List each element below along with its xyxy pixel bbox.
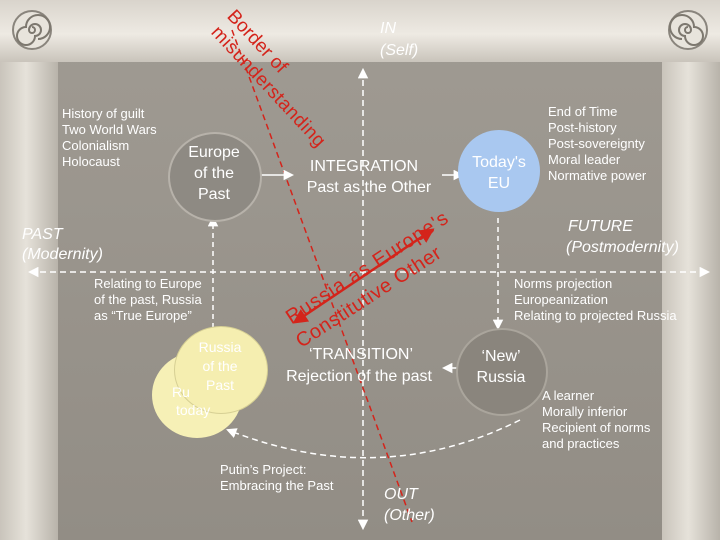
russia-today-label-2: today: [176, 402, 211, 418]
europe-past-circle: [168, 132, 262, 222]
top-frieze: [0, 0, 720, 62]
norms-text: Norms projection Europeanization Relatin…: [514, 276, 677, 323]
new-russia-label: ‘New’ Russia: [476, 348, 526, 386]
end-of-time-item: Normative power: [548, 168, 647, 183]
axis-past-label: PAST: [22, 226, 63, 243]
europe-past-label: Europe of the Past: [188, 144, 240, 203]
guilt-item: Colonialism: [62, 138, 130, 153]
new-russia-circle: [456, 328, 548, 416]
transition-subtitle: Rejection of the past: [286, 368, 432, 385]
integration-title: INTEGRATION: [309, 158, 419, 175]
axis-out-sublabel: (Other): [384, 507, 435, 524]
scroll-ornament-icon: [12, 10, 52, 50]
putin-project-text: Putin’s Project: Embracing the Past: [220, 462, 334, 493]
putin-project-arrow: [226, 419, 521, 459]
scroll-ornament-icon: [668, 10, 708, 50]
russia-today-label-1: Ru: [172, 384, 190, 400]
relating-text: Relating to Europe of the past, Russia a…: [94, 276, 202, 323]
russia-past-label: Russia of the Past: [198, 339, 242, 393]
end-of-time-item: Post-sovereignty: [548, 136, 645, 151]
constitutive-other-arrow: [292, 228, 435, 324]
today-eu-circle: [458, 130, 540, 212]
learner-text: A learner Morally inferior Recipient of …: [542, 388, 651, 451]
axis-out-label: OUT: [384, 486, 418, 503]
axis-future-label: FUTURE: [568, 218, 633, 235]
axis-past-sublabel: (Modernity): [22, 246, 103, 263]
axis-in-label: IN: [380, 20, 396, 37]
integration-subtitle: Past as the Other: [306, 179, 432, 196]
transition-title: ‘TRANSITION’: [309, 346, 413, 363]
end-of-time-list: End of Time Post-history Post-sovereignt…: [548, 104, 646, 184]
guilt-item: History of guilt: [62, 106, 145, 121]
today-eu-label: Today's EU: [472, 154, 526, 192]
end-of-time-item: Moral leader: [548, 152, 621, 167]
guilt-item: Holocaust: [62, 154, 120, 169]
axis-future-sublabel: (Postmodernity): [566, 239, 679, 256]
guilt-list: History of guilt Two World Wars Colonial…: [62, 106, 157, 170]
axis-in-sublabel: (Self): [380, 42, 419, 59]
end-of-time-item: Post-history: [548, 120, 617, 135]
end-of-time-item: End of Time: [548, 104, 618, 119]
guilt-item: Two World Wars: [62, 122, 157, 137]
russia-past-circle: [174, 326, 268, 414]
